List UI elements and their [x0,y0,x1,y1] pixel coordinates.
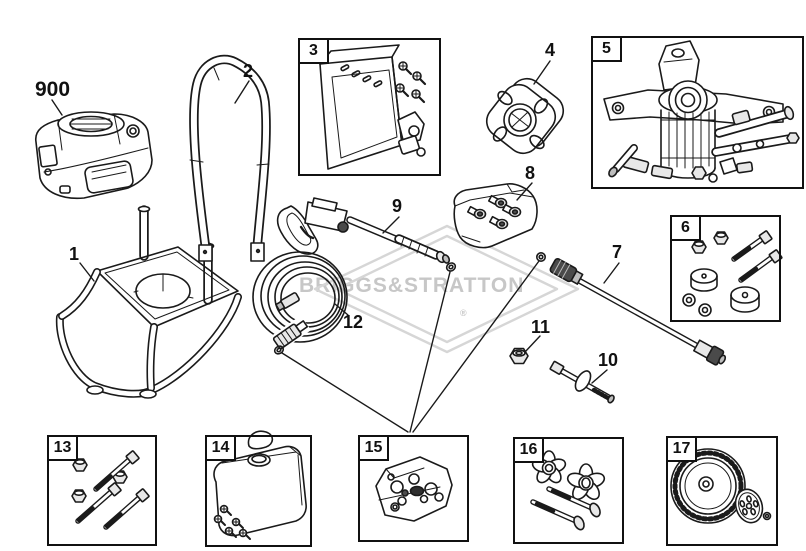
part-number-10: 10 [598,350,619,370]
part-box-17: 17 [666,436,778,546]
part-number-1: 1 [69,244,80,264]
brand-diamond-watermark [313,224,580,354]
engine-illustration [34,111,153,200]
control-panel-illustration [319,44,427,170]
callout-lines [281,260,540,433]
star-knob-b [566,463,606,501]
part-box-16: 16 [513,437,624,544]
part-box-15: 15 [358,435,469,542]
part-number-17: 17 [666,436,697,462]
tank-screws [213,504,251,540]
part-number-4: 4 [545,40,556,60]
registered-trademark-symbol: ® [460,308,467,318]
nozzle-kit-illustration [453,183,538,249]
part-number-8: 8 [525,163,536,183]
lock-nut-illustration [509,347,529,365]
axle-bolt-illustration [549,360,615,404]
hose-illustration [252,251,348,355]
leader-lines [51,60,620,384]
o-ring-kit-illustration [375,456,453,522]
pump-mounting-kit-illustration [682,230,783,317]
handle-illustration [189,54,271,262]
part-box-3: 3 [298,38,441,176]
part-box-6: 6 [670,215,781,322]
part-box-14: 14 [205,435,312,547]
spray-wand-illustration [535,252,727,366]
part-number-7: 7 [612,242,623,262]
engine-adapter-illustration [485,77,565,155]
hub-cap [734,488,764,524]
spray-gun-illustration [276,197,457,272]
part-number-12: 12 [343,312,364,332]
fastener-kit-illustration [71,450,150,530]
part-box-13: 13 [47,435,157,546]
part-number-11: 11 [531,317,551,337]
pump-assembly-illustration [603,40,800,183]
part-number-15: 15 [358,435,389,461]
part-number-9: 9 [392,196,403,216]
part-box-5: 5 [591,36,804,189]
part-number-16: 16 [513,437,544,463]
part-number-3: 3 [298,38,329,64]
part-number-900: 900 [35,78,71,101]
detergent-tank-illustration [213,430,307,540]
part-number-14: 14 [205,435,236,461]
part-number-6: 6 [670,215,701,241]
star-knob-a [531,450,567,484]
frame-illustration [55,205,242,399]
knob-bolt-kit-illustration [530,450,606,531]
panel-screws [395,61,427,104]
wheel-illustration [670,448,772,524]
part-number-13: 13 [47,435,78,461]
part-number-2: 2 [243,61,254,81]
part-number-5: 5 [591,36,622,62]
